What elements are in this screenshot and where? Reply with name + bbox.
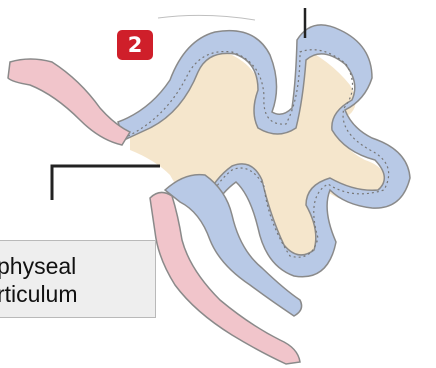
pointer-bracket-left <box>52 166 160 200</box>
structure-label-box: physeal rticulum <box>0 240 156 318</box>
outer-contour <box>158 15 255 20</box>
label-line-2: rticulum <box>0 280 155 308</box>
label-line-1: physeal <box>0 252 155 280</box>
step-number-badge: 2 <box>117 30 153 60</box>
muscle-wall-upper <box>8 59 130 145</box>
